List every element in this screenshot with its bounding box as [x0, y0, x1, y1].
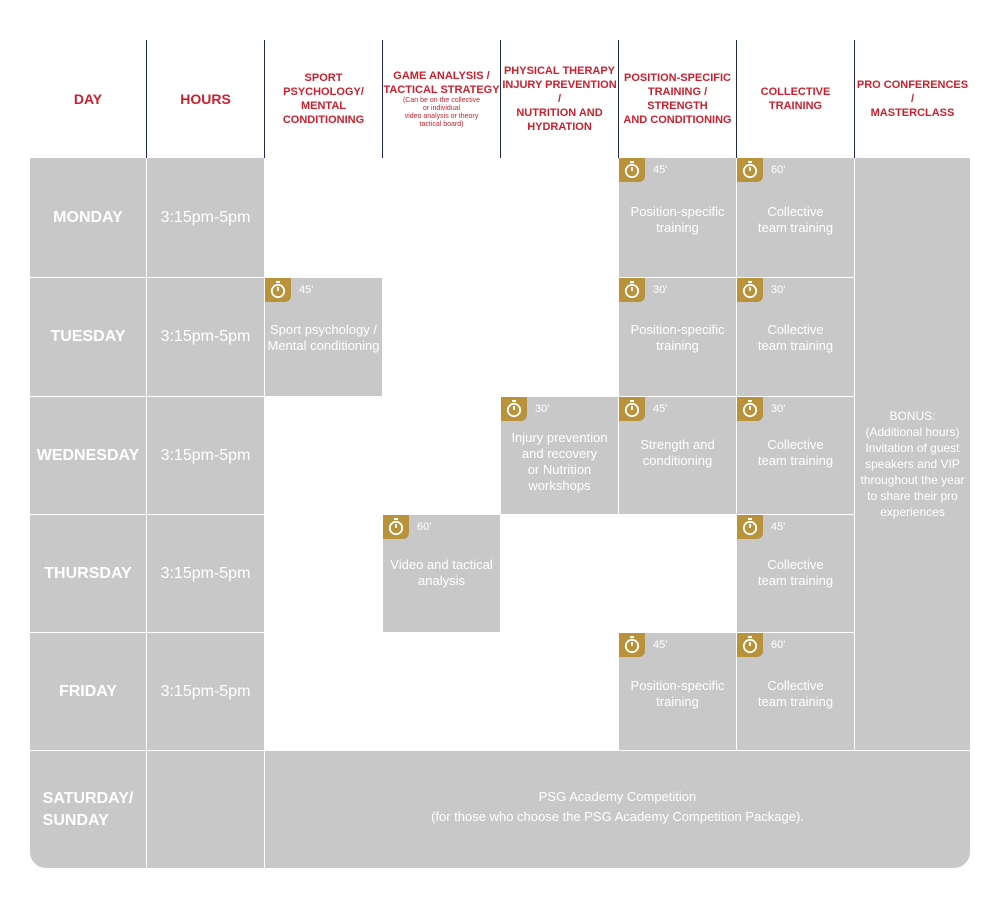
weekend-title: PSG Academy Competition	[538, 788, 697, 804]
hours-thursday: 3:15pm-5pm	[160, 564, 251, 582]
day-weekend: SATURDAY/ SUNDAY	[42, 789, 134, 829]
session-thursday-collective: 45' Collective team training	[737, 515, 854, 632]
session-wednesday-strength: 45' Strength and conditioning	[619, 397, 736, 514]
hours-weekend	[147, 751, 264, 868]
session-friday-collective: 60' Collective team training	[737, 633, 854, 750]
stopwatch-icon	[737, 278, 763, 302]
header-position-specific: POSITION-SPECIFIC TRAINING / STRENGTH AN…	[623, 72, 732, 126]
session-text: Position-specific training	[630, 322, 725, 353]
header-separator	[264, 40, 265, 158]
day-thursday: THURSDAY	[44, 564, 132, 582]
stopwatch-icon	[737, 515, 763, 539]
header-day: DAY	[73, 91, 103, 107]
row-divider	[30, 277, 264, 278]
header-note: (Can be on the collective	[402, 97, 481, 104]
header-pro-conferences: PRO CONFERENCES / MASTERCLASS	[856, 79, 969, 119]
stopwatch-icon	[619, 397, 645, 421]
weekend-competition: PSG Academy Competition (for those who c…	[265, 751, 970, 868]
stopwatch-icon	[619, 158, 645, 182]
session-monday-position: 45' Position-specific training	[619, 158, 736, 277]
hours-friday: 3:15pm-5pm	[160, 682, 251, 700]
header-separator	[500, 40, 501, 158]
session-text: Collective team training	[757, 437, 834, 468]
header-physical-therapy: PHYSICAL THERAPY INJURY PREVENTION / NUT…	[502, 65, 617, 133]
session-text: Position-specific training	[630, 678, 725, 709]
row-divider	[30, 750, 264, 751]
session-thursday-video: 60' Video and tactical analysis	[383, 515, 500, 632]
day-tuesday: TUESDAY	[50, 328, 126, 345]
stopwatch-icon	[265, 278, 291, 302]
session-duration: 45'	[653, 403, 668, 415]
session-duration: 45'	[653, 164, 668, 176]
column-divider	[146, 158, 147, 868]
stopwatch-icon	[737, 397, 763, 421]
row-divider	[30, 632, 264, 633]
header-separator	[854, 40, 855, 158]
session-text: Collective team training	[757, 557, 834, 588]
session-text: Sport psychology / Mental conditioning	[267, 322, 380, 353]
header-game-analysis: GAME ANALYSIS / TACTICAL STRATEGY (Can b…	[383, 70, 500, 128]
session-duration: 45'	[299, 284, 314, 296]
session-friday-position: 45' Position-specific training	[619, 633, 736, 750]
stopwatch-icon	[737, 633, 763, 657]
session-duration: 60'	[771, 164, 786, 176]
header-hours: HOURS	[180, 91, 231, 107]
stopwatch-icon	[383, 515, 409, 539]
header-separator	[736, 40, 737, 158]
session-duration: 30'	[653, 284, 668, 296]
session-text: Injury prevention and recovery or Nutrit…	[511, 430, 608, 493]
session-tuesday-psychology: 45' Sport psychology / Mental conditioni…	[265, 278, 382, 396]
stopwatch-icon	[737, 158, 763, 182]
header-separator	[618, 40, 619, 158]
session-duration: 45'	[771, 521, 786, 533]
stopwatch-icon	[619, 633, 645, 657]
hours-tuesday: 3:15pm-5pm	[160, 328, 251, 345]
session-text: Position-specific training	[630, 204, 725, 235]
header-separator	[382, 40, 383, 158]
hours-wednesday: 3:15pm-5pm	[160, 446, 251, 464]
session-duration: 60'	[771, 639, 786, 651]
stopwatch-icon	[501, 397, 527, 421]
header-separator	[146, 40, 147, 158]
day-friday: FRIDAY	[58, 682, 118, 700]
session-tuesday-collective: 30' Collective team training	[737, 278, 854, 396]
session-duration: 60'	[417, 521, 432, 533]
stopwatch-icon	[619, 278, 645, 302]
pro-conferences-bonus: BONUS: (Additional hours) Invitation of …	[855, 158, 970, 750]
day-monday: MONDAY	[53, 208, 123, 226]
session-duration: 30'	[771, 284, 786, 296]
session-monday-collective: 60' Collective team training	[737, 158, 854, 277]
session-wednesday-injury: 30' Injury prevention and recovery or Nu…	[501, 397, 618, 514]
day-column-background	[30, 158, 264, 868]
row-divider	[30, 514, 264, 515]
header-sport-psychology: SPORT PSYCHOLOGY/MENTAL CONDITIONING	[282, 72, 365, 126]
header-collective: COLLECTIVE TRAINING	[760, 86, 831, 112]
session-tuesday-position: 30' Position-specific training	[619, 278, 736, 396]
session-text: Video and tactical analysis	[390, 557, 493, 588]
hours-monday: 3:15pm-5pm	[160, 208, 251, 226]
session-wednesday-collective: 30' Collective team training	[737, 397, 854, 514]
session-text: Collective team training	[757, 322, 834, 353]
bonus-text: BONUS: (Additional hours) Invitation of …	[860, 409, 965, 519]
session-duration: 30'	[771, 403, 786, 415]
session-duration: 30'	[535, 403, 550, 415]
day-wednesday: WEDNESDAY	[36, 446, 140, 464]
session-text: Strength and conditioning	[640, 437, 715, 468]
session-duration: 45'	[653, 639, 668, 651]
session-text: Collective team training	[757, 204, 834, 235]
session-text: Collective team training	[757, 678, 834, 709]
row-divider	[30, 396, 264, 397]
weekend-note: (for those who choose the PSG Academy Co…	[431, 808, 804, 824]
